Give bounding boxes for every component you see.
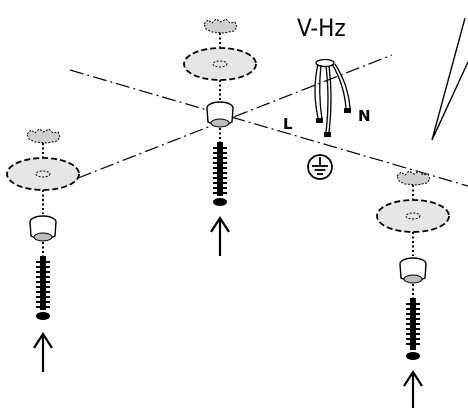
guide-line-cross — [77, 54, 393, 179]
wire-live-inner — [319, 64, 323, 121]
screw-head — [213, 198, 227, 206]
guide-lines — [69, 54, 468, 187]
bushing-bottom — [403, 274, 423, 284]
disc-center — [405, 212, 421, 220]
wire-earth — [325, 65, 329, 133]
screw-thread — [36, 261, 50, 308]
wire-end-earth — [324, 132, 331, 137]
screw-thread — [213, 147, 227, 194]
appliance-outline — [431, 17, 468, 141]
wire-label-neutral: N — [358, 107, 371, 125]
wire-ends — [316, 108, 351, 137]
mount-right — [376, 170, 450, 408]
wire-neutral-inner — [334, 63, 351, 109]
supply-label: V-Hz — [297, 14, 346, 42]
up-arrow-head — [33, 331, 53, 349]
screw-thread — [406, 303, 420, 345]
appliance-edge — [431, 17, 468, 141]
cable-entry — [315, 58, 335, 68]
disc-center — [212, 60, 228, 68]
bushing-bottom — [210, 118, 230, 128]
up-arrow-head — [210, 215, 230, 233]
earth-circle — [307, 154, 333, 180]
up-arrow-head — [403, 369, 423, 387]
crumpled-cap — [26, 128, 61, 144]
crumpled-cap — [203, 18, 238, 34]
power-cable — [314, 58, 351, 133]
bushing-bottom — [33, 232, 53, 242]
mount-left — [6, 128, 80, 372]
mounting-disc — [376, 199, 450, 233]
disc-center — [35, 170, 51, 178]
screw-head — [36, 312, 50, 320]
mounting-disc — [183, 47, 257, 81]
wire-live — [314, 63, 319, 119]
screw-head — [406, 352, 420, 360]
mounting-disc — [6, 157, 80, 191]
wire-label-live: L — [283, 115, 293, 133]
wire-neutral — [331, 63, 347, 109]
earth-ground-icon — [307, 154, 333, 180]
wire-end-live — [316, 118, 323, 123]
wire-end-neutral — [344, 108, 351, 113]
mount-center — [183, 18, 257, 256]
guide-line-long — [69, 69, 468, 187]
wire-earth-inner — [328, 65, 332, 133]
crumpled-cap — [396, 170, 431, 186]
